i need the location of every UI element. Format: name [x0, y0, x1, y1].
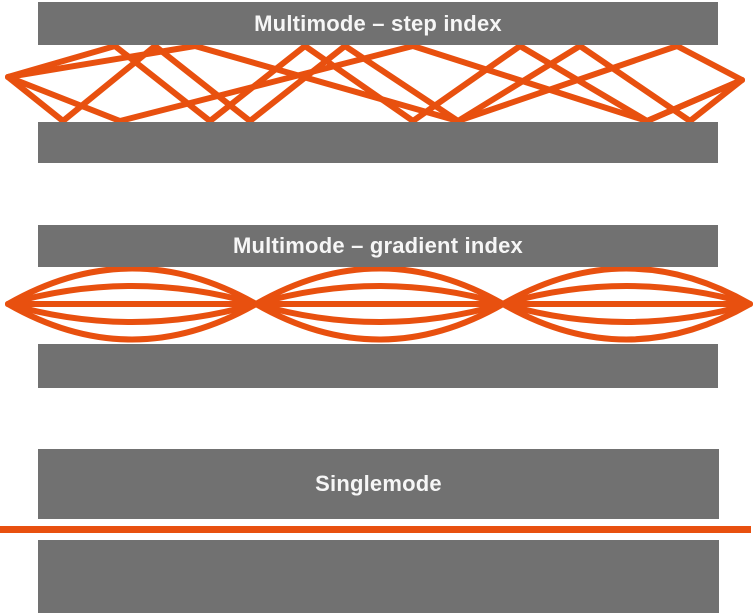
cladding-bar-singlemode-top: Singlemode	[38, 449, 719, 519]
cladding-bar-step-index-top: Multimode – step index	[38, 2, 718, 45]
cladding-bar-gradient-index-bottom	[38, 344, 718, 388]
section-title-gradient-index: Multimode – gradient index	[232, 233, 523, 258]
section-title-singlemode: Singlemode	[315, 471, 442, 496]
cladding-bar-gradient-index-top: Multimode – gradient index	[38, 225, 718, 267]
cladding-bar-singlemode-bottom	[38, 540, 719, 613]
cladding-bar-step-index-bottom	[38, 122, 718, 163]
section-title-step-index: Multimode – step index	[254, 10, 502, 36]
